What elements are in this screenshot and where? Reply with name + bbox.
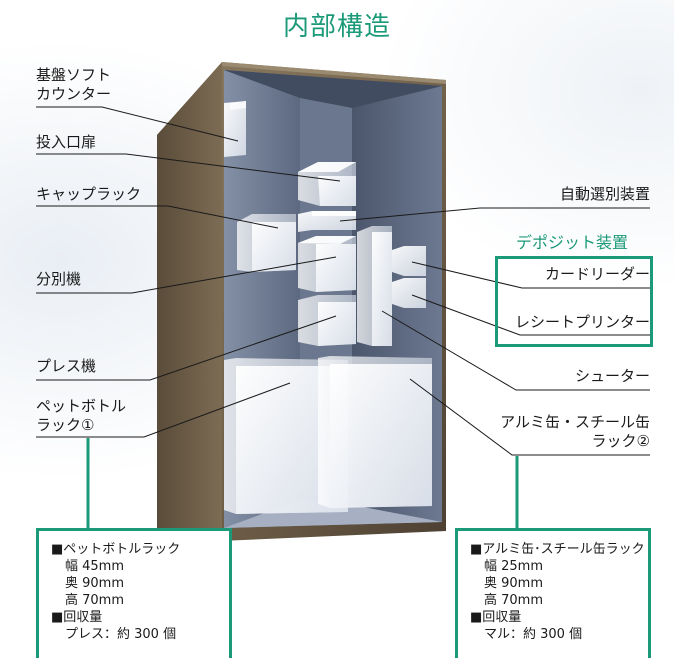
label-receipt-printer: レシートプリンター — [514, 313, 650, 331]
info-connectors — [86, 438, 519, 530]
leader-card-reader — [411, 261, 650, 289]
chute-box — [357, 226, 392, 346]
card-reader-box — [392, 246, 426, 276]
leader-lines — [36, 106, 650, 456]
label-auto-sorter: 自動選別装置 — [559, 185, 650, 203]
leader-press — [36, 315, 337, 381]
can-info-capacity-heading: ■回収量 — [470, 610, 522, 625]
pet-info-capacity-heading: ■回収量 — [51, 610, 103, 625]
label-cap-rack: キャップラック — [36, 185, 142, 203]
auto-sorter-box — [298, 211, 356, 232]
leader-receipt-printer — [411, 294, 650, 336]
leader-pet-rack — [36, 382, 291, 438]
label-counter: 基盤ソフト カウンター — [36, 66, 111, 104]
label-can-rack-line2: ラック② — [591, 432, 650, 450]
pet-rack-info-box: ■ペットボトルラック 幅 45mm 奥 90mm 高 70mm ■回収量 プレス… — [36, 528, 232, 658]
leader-chute — [381, 310, 650, 391]
pet-info-heading: ■ペットボトルラック — [51, 542, 181, 557]
label-can-rack-line1: アルミ缶・スチール缶 — [500, 413, 650, 431]
can-info-heading: ■アルミ缶･スチール缶ラック — [470, 542, 645, 557]
can-rack-info-box: ■アルミ缶･スチール缶ラック 幅 25mm 奥 90mm 高 70mm ■回収量… — [455, 528, 651, 658]
label-inlet-door: 投入口扉 — [36, 133, 97, 151]
pet-info-depth: 奥 90mm — [65, 576, 125, 591]
label-press: プレス機 — [36, 357, 97, 375]
can-info-height: 高 70mm — [484, 593, 544, 608]
deposit-heading: デポジット装置 — [516, 233, 629, 252]
label-chute: シューター — [574, 367, 650, 385]
label-counter-line2: カウンター — [36, 85, 112, 103]
can-info-capacity: マル：約 300 個 — [484, 627, 583, 642]
label-pet-rack-line1: ペットボトル — [36, 397, 127, 415]
deposit-box — [495, 256, 653, 347]
pet-info-height: 高 70mm — [65, 593, 125, 608]
cap-rack-box — [237, 214, 296, 272]
label-counter-line1: 基盤ソフト — [36, 66, 112, 84]
diagram-title: 内部構造 — [282, 12, 391, 42]
leader-inlet-door — [36, 153, 341, 182]
counter-box — [224, 101, 246, 157]
inlet-door-box — [298, 162, 356, 206]
pet-info-capacity: プレス：約 300 個 — [65, 627, 177, 642]
leader-can-rack — [409, 378, 650, 456]
label-card-reader: カードリーダー — [544, 265, 650, 283]
label-sorter: 分別機 — [36, 270, 82, 288]
leader-cap-rack — [36, 205, 279, 229]
pet-info-width: 幅 45mm — [65, 559, 125, 574]
receipt-printer-box — [392, 278, 426, 308]
label-pet-rack-line2: ラック① — [36, 416, 95, 434]
can-info-depth: 奥 90mm — [484, 576, 544, 591]
press-box — [298, 295, 356, 346]
sorter-box — [298, 236, 356, 292]
leader-auto-sorter — [339, 207, 650, 222]
label-can-rack: アルミ缶・スチール缶 ラック② — [500, 413, 650, 451]
leader-counter — [36, 106, 239, 142]
can-info-width: 幅 25mm — [484, 559, 544, 574]
label-pet-rack: ペットボトル ラック① — [36, 397, 126, 435]
can-rack-box — [318, 356, 432, 508]
leader-sorter — [36, 256, 337, 294]
